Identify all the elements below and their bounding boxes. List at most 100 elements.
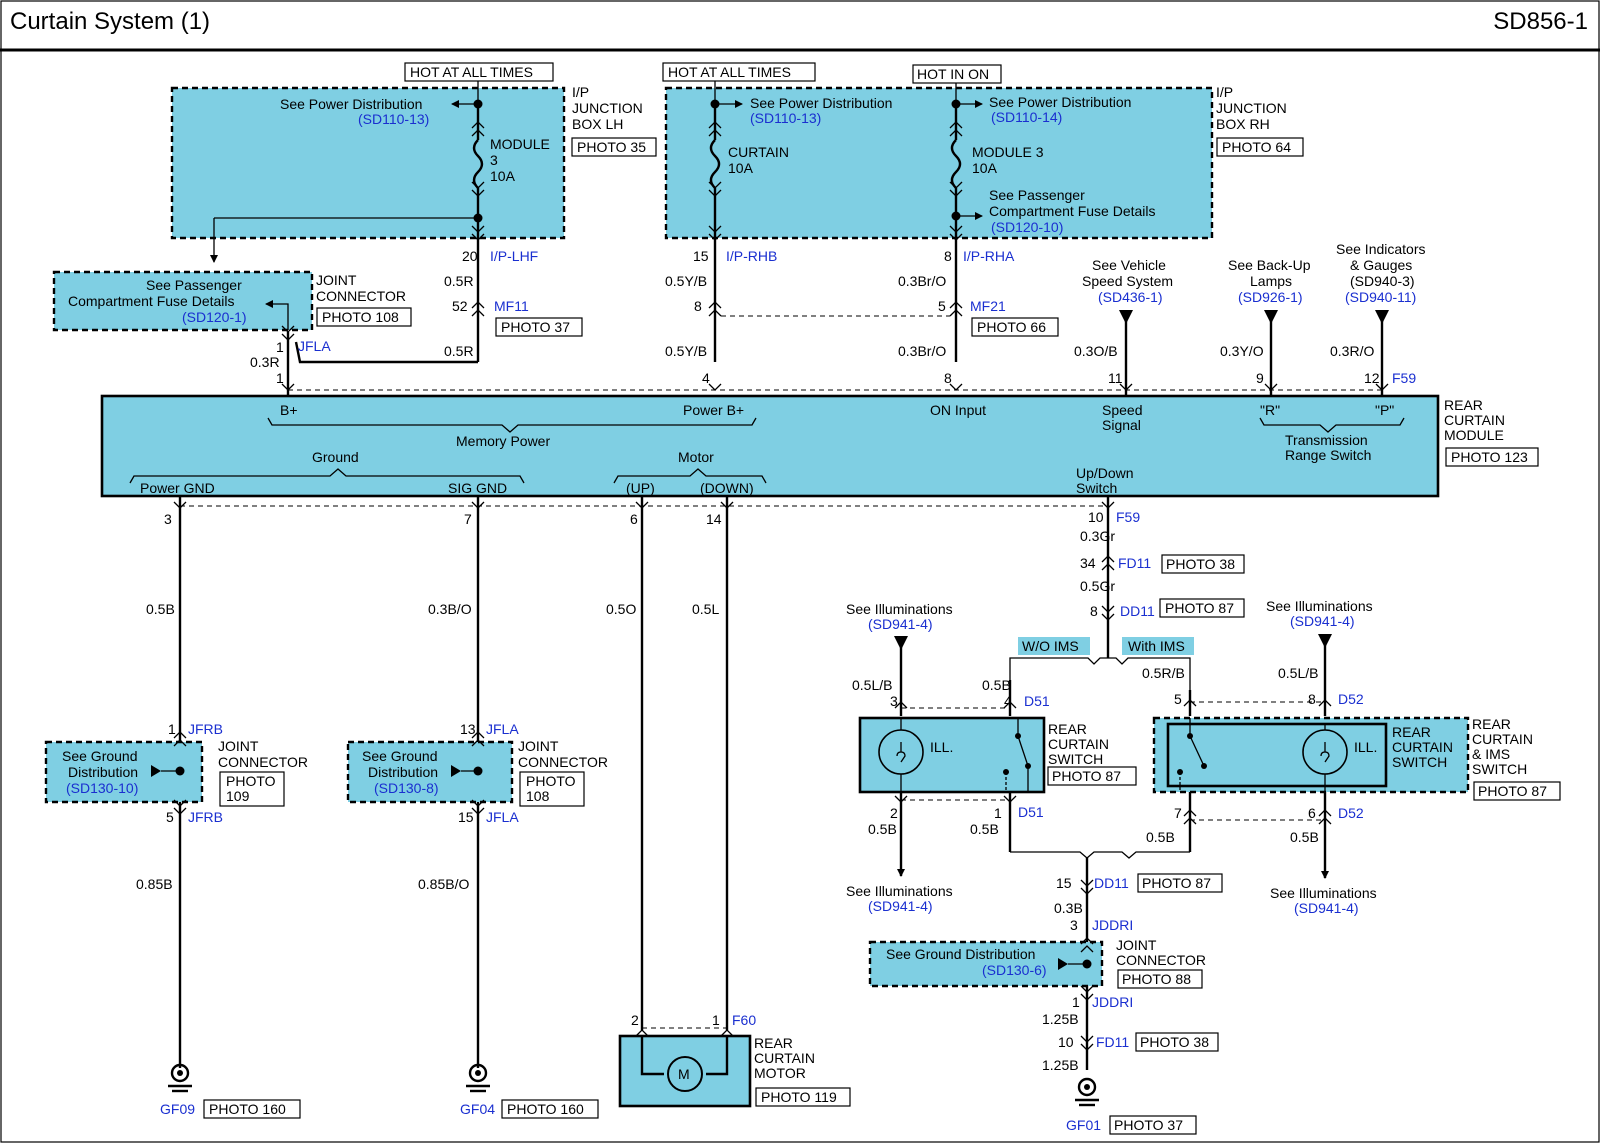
- sp-wo-ims: W/O IMS: [1022, 638, 1079, 654]
- jb-rh-see-pass-2: Compartment Fuse Details: [989, 203, 1156, 219]
- gm-name-2: CONNECTOR: [518, 754, 608, 770]
- sp-photo38: PHOTO 38: [1166, 556, 1235, 572]
- motor-name-1: REAR: [754, 1035, 793, 1051]
- sp-with-ims: With IMS: [1128, 638, 1185, 654]
- gl-pin-5: 5: [166, 809, 174, 825]
- pin-8b: 8: [944, 248, 952, 264]
- jc-top-see-2: Compartment Fuse Details: [68, 293, 235, 309]
- sl-w05b: 0.5B: [982, 677, 1011, 693]
- jb-rh-see-pass-1: See Passenger: [989, 187, 1085, 203]
- jb-lh-see-power-ref[interactable]: (SD110-13): [358, 111, 429, 127]
- motor-photo: PHOTO 119: [761, 1089, 837, 1105]
- module-pin-6: 6: [630, 511, 638, 527]
- sl-pin-3: 3: [890, 693, 898, 709]
- module-power-bplus: Power B+: [683, 402, 744, 418]
- gl-gf09: GF09: [160, 1101, 195, 1117]
- gm-gf04: GF04: [460, 1101, 495, 1117]
- gm-w03bo: 0.3B/O: [428, 601, 472, 617]
- wire-03r: 0.3R: [250, 354, 280, 370]
- gm-ref[interactable]: (SD130-8): [374, 780, 439, 796]
- sl-name-2: CURTAIN: [1048, 736, 1109, 752]
- sr-name-2: CURTAIN: [1472, 731, 1533, 747]
- hot-label-1-box: [404, 62, 554, 82]
- wire-03bro-a: 0.3Br/O: [898, 273, 946, 289]
- jb-rh-see-power-b-ref[interactable]: (SD110-14): [991, 109, 1062, 125]
- gr-ref[interactable]: (SD130-6): [982, 962, 1047, 978]
- wire-03yo: 0.3Y/O: [1220, 343, 1264, 359]
- gr-pin-1: 1: [1072, 994, 1080, 1010]
- wire-03ro: 0.3R/O: [1330, 343, 1374, 359]
- jb-rh-see-pass-ref[interactable]: (SD120-10): [991, 219, 1063, 235]
- jb-lh-name-1: I/P: [572, 84, 589, 100]
- ref-vss-ref[interactable]: (SD436-1): [1098, 289, 1163, 305]
- jb-rh-see-power-b: See Power Distribution: [989, 94, 1131, 110]
- rear-curtain-module: [100, 394, 1440, 498]
- gr-name-1: JOINT: [1116, 937, 1157, 953]
- wire-05yb-a: 0.5Y/B: [665, 273, 707, 289]
- wire-03ob: 0.3O/B: [1074, 343, 1118, 359]
- gm-see-2: Distribution: [368, 764, 438, 780]
- gm-name-1: JOINT: [518, 738, 559, 754]
- gr-jddri-a: JDDRI: [1092, 917, 1133, 933]
- gl-ref[interactable]: (SD130-10): [66, 780, 138, 796]
- jb-lh-fuse-3: 10A: [490, 168, 516, 184]
- conn-iplhf: I/P-LHF: [490, 248, 538, 264]
- sr-pin-5: 5: [1174, 691, 1182, 707]
- jb-lh-name-3: BOX LH: [572, 116, 623, 132]
- gm-jfla-b: JFLA: [486, 809, 519, 825]
- sl-see-ill-ref[interactable]: (SD941-4): [868, 616, 933, 632]
- hot-label-2-box: [662, 62, 816, 82]
- jb-rh-see-power-a: See Power Distribution: [750, 95, 892, 111]
- module-power-gnd: Power GND: [140, 480, 215, 496]
- ref-gauges-1: See Indicators: [1336, 241, 1426, 257]
- module-speed-2: Signal: [1102, 417, 1141, 433]
- gm-w085bo: 0.85B/O: [418, 876, 469, 892]
- gr-pin-3: 3: [1070, 917, 1078, 933]
- pin-1a: 1: [276, 339, 284, 355]
- page-code: SD856-1: [1493, 8, 1588, 35]
- pin-8a: 8: [694, 298, 702, 314]
- sr-w05b-2: 0.5B: [1290, 829, 1319, 845]
- sp-w05gr: 0.5Gr: [1080, 578, 1115, 594]
- jc-top-ref[interactable]: (SD120-1): [182, 309, 247, 325]
- module-pin-4: 4: [702, 370, 710, 386]
- motor-pin-2: 2: [631, 1012, 639, 1028]
- pin-1b: 1: [276, 370, 284, 386]
- wire-05yb-b: 0.5Y/B: [665, 343, 707, 359]
- sp-photo87: PHOTO 87: [1165, 600, 1234, 616]
- hot-label-3: HOT IN ON: [917, 66, 989, 82]
- ref-backup-ref[interactable]: (SD926-1): [1238, 289, 1303, 305]
- gm-pin-13: 13: [460, 721, 476, 737]
- gl-photo-1: PHOTO: [226, 773, 276, 789]
- jb-lh-name-2: JUNCTION: [572, 100, 643, 116]
- ref-gauges-ref[interactable]: (SD940-11): [1345, 289, 1416, 305]
- module-p: "P": [1375, 402, 1394, 418]
- module-down: (DOWN): [700, 480, 754, 496]
- jb-lh-fuse-2: 3: [490, 152, 498, 168]
- sr-d52-a: D52: [1338, 691, 1364, 707]
- sr-name-4: SWITCH: [1472, 761, 1527, 777]
- sp-dd11: DD11: [1120, 603, 1155, 619]
- sr-see-ill-ref[interactable]: (SD941-4): [1290, 613, 1355, 629]
- photo-66: PHOTO 66: [977, 319, 1046, 335]
- module-sig-gnd: SIG GND: [448, 480, 507, 496]
- jb-rh-name-2: JUNCTION: [1216, 100, 1287, 116]
- jc-top-name-1: JOINT: [316, 272, 357, 288]
- module-pin-7: 7: [464, 511, 472, 527]
- module-pin-3: 3: [164, 511, 172, 527]
- jb-rh-see-power-a-ref[interactable]: (SD110-13): [750, 110, 821, 126]
- gr-w125b: 1.25B: [1042, 1011, 1079, 1027]
- sp-fd11: FD11: [1118, 555, 1151, 571]
- ref-backup-2: Lamps: [1250, 273, 1292, 289]
- module-r: "R": [1260, 402, 1280, 418]
- sp-w03gr: 0.3Gr: [1080, 528, 1115, 544]
- sr-name-in-1: REAR: [1392, 724, 1431, 740]
- sl-see-ill-b-ref[interactable]: (SD941-4): [868, 898, 933, 914]
- sr-see-ill-b-ref[interactable]: (SD941-4): [1294, 900, 1359, 916]
- sl-see-ill: See Illuminations: [846, 601, 953, 617]
- conn-mf21: MF21: [970, 298, 1006, 314]
- ref-vss-1: See Vehicle: [1092, 257, 1166, 273]
- module-pin-8: 8: [944, 370, 952, 386]
- wire-03bro-b: 0.3Br/O: [898, 343, 946, 359]
- gm-gf-photo: PHOTO 160: [507, 1101, 584, 1117]
